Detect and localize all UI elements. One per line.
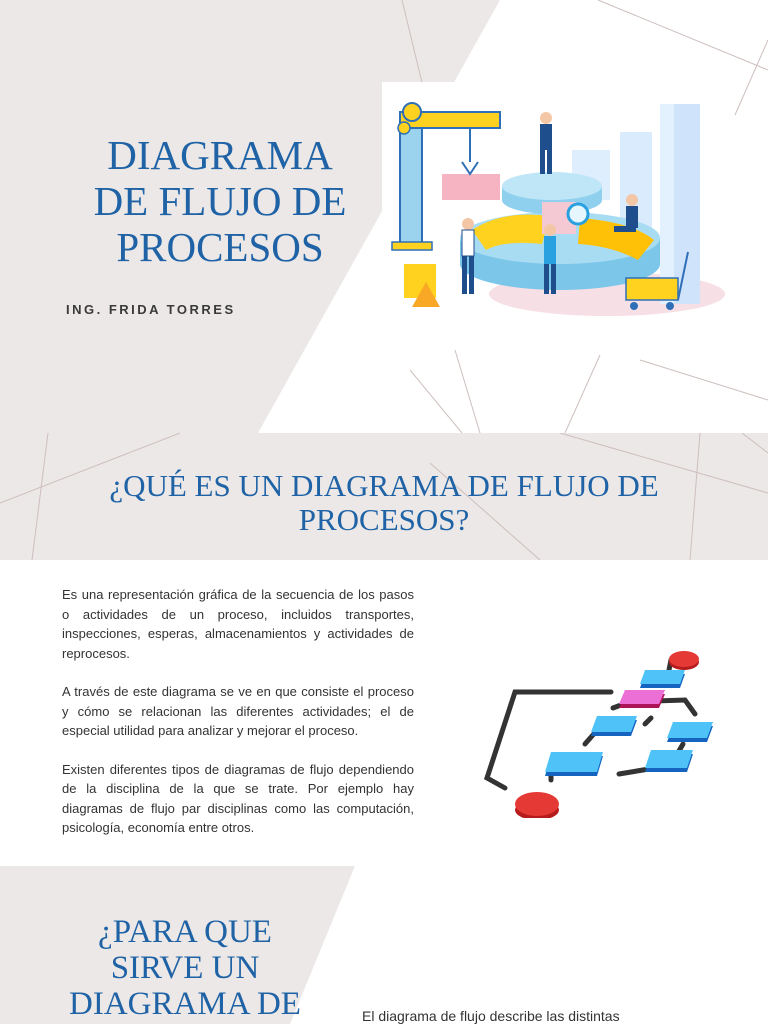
flowchart-panel — [475, 598, 733, 820]
header-band — [0, 433, 768, 560]
purpose-slide: ¿PARA QUE SIRVE UN DIAGRAMA DE El diagra… — [0, 866, 768, 1024]
heading-line: SIRVE UN — [110, 950, 260, 986]
flowchart-icon — [483, 651, 713, 820]
heading-line: ¿QUÉ ES UN DIAGRAMA DE FLUJO DE — [109, 468, 659, 503]
illustration-panel — [382, 82, 730, 330]
title-line: PROCESOS — [116, 224, 324, 270]
decorative-background — [0, 866, 355, 1024]
paragraph: A través de este diagrama se ve en que c… — [62, 684, 414, 738]
paragraph: Existen diferentes tipos de diagramas de… — [62, 761, 414, 836]
decorative-lines — [0, 433, 768, 561]
body-text: Es una representación gráfica de la secu… — [62, 585, 414, 857]
title-slide: DIAGRAMA DE FLUJO DE PROCESOS ING. FRIDA… — [0, 0, 768, 433]
paragraph: Es una representación gráfica de la secu… — [62, 587, 414, 661]
slide-title: DIAGRAMA DE FLUJO DE PROCESOS — [40, 132, 400, 270]
title-line: DIAGRAMA — [107, 132, 333, 178]
definition-slide: ¿QUÉ ES UN DIAGRAMA DE FLUJO DE PROCESOS… — [0, 433, 768, 866]
heading-line: DIAGRAMA DE — [69, 986, 301, 1022]
factory-workers-illustration-icon — [391, 102, 725, 316]
section-heading: ¿QUÉ ES UN DIAGRAMA DE FLUJO DE PROCESOS… — [60, 469, 708, 537]
author-name: ING. FRIDA TORRES — [66, 302, 236, 317]
section-heading: ¿PARA QUE SIRVE UN DIAGRAMA DE — [40, 914, 330, 1022]
title-line: DE FLUJO DE — [93, 178, 347, 224]
body-text: El diagrama de flujo describe las distin… — [362, 1008, 620, 1024]
heading-line: PROCESOS? — [298, 502, 470, 537]
heading-line: ¿PARA QUE — [98, 914, 272, 950]
